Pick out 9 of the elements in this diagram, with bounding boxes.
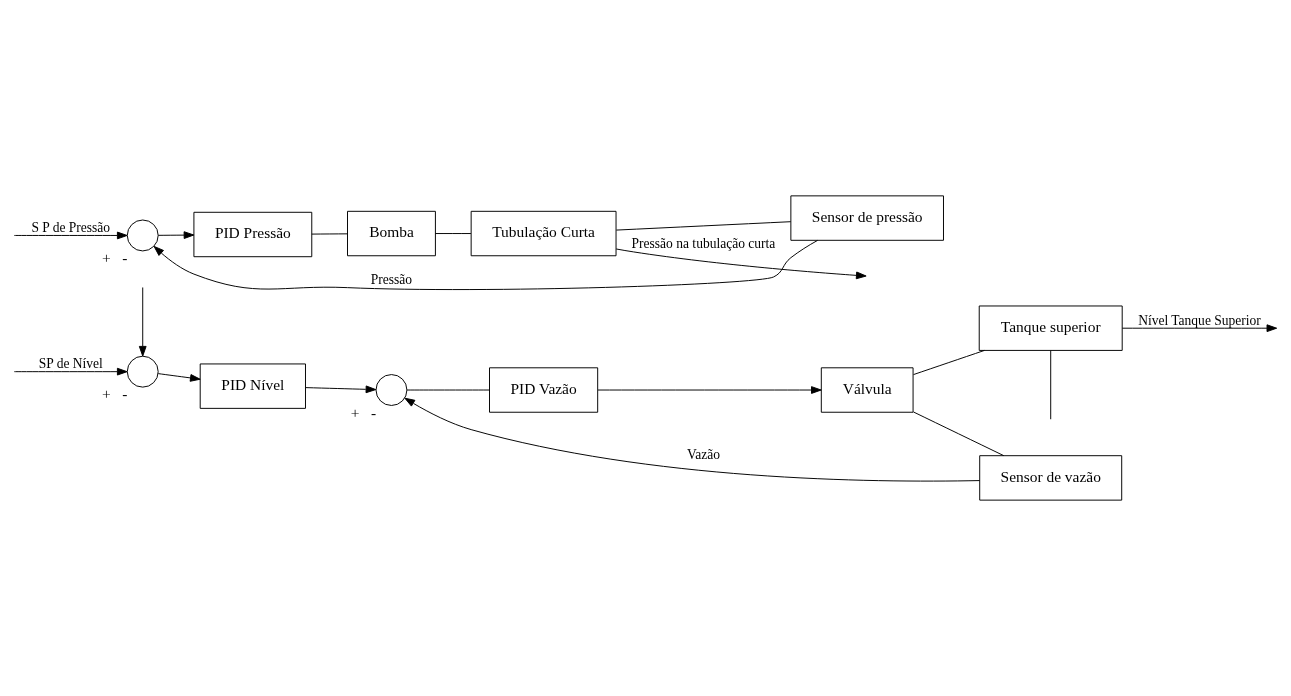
- edge-label: Nível Tanque Superior: [1138, 312, 1261, 328]
- edge-label: S P de Pressão: [31, 219, 111, 235]
- edge-label: SP de Nível: [38, 356, 103, 371]
- node-label: + -: [101, 249, 128, 267]
- node-label: + -: [101, 385, 128, 403]
- node-label: + -: [350, 403, 377, 421]
- edge-label: Pressão: [370, 271, 413, 287]
- edge-label: Pressão na tubulação curta: [631, 236, 776, 252]
- edge-label: Vazão: [686, 446, 720, 462]
